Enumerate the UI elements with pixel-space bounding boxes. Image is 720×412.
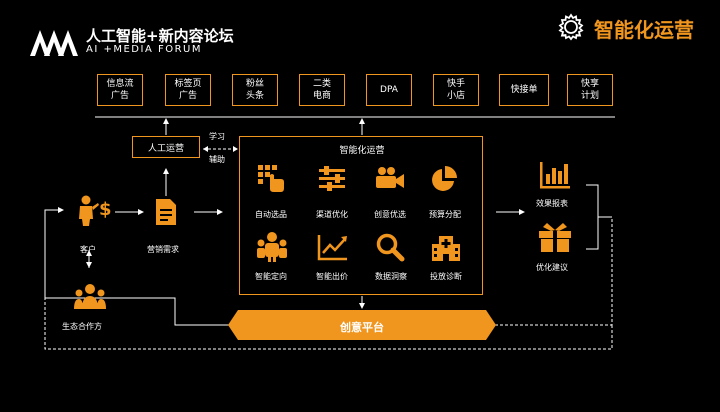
smart-ops-panel (239, 136, 483, 295)
forum-subtitle: AI +MEDIA FORUM (86, 44, 202, 55)
creative-platform-banner (228, 310, 496, 340)
smart-ops-title: 智能化运营 (339, 146, 385, 156)
grid-item-label: 自动选品 (255, 210, 287, 219)
marketing-demand-label: 营销需求 (147, 245, 179, 254)
manual-ops-box: 人工运营 (132, 136, 200, 158)
grid-item-label: 数据洞察 (375, 272, 407, 281)
forum-title: 人工智能+新内容论坛 (86, 27, 234, 45)
channel-box: 标签页 广告 (165, 74, 211, 106)
creative-platform-label: 创意平台 (340, 321, 384, 334)
grid-item-label: 智能出价 (316, 272, 348, 281)
grid-item-label: 渠道优化 (316, 210, 348, 219)
grid-item-label: 投放诊断 (430, 272, 462, 281)
learn-label: 学习 (209, 132, 225, 141)
channel-box: 快接单 (499, 74, 549, 106)
product-select-icon (258, 165, 284, 192)
channel-box: 粉丝 头条 (232, 74, 278, 106)
people-target-icon (257, 232, 287, 262)
grid-item-label: 智能定向 (255, 272, 287, 281)
magnifier-icon (376, 233, 405, 262)
trend-chart-icon (317, 235, 347, 261)
video-camera-icon (376, 167, 404, 188)
partners-icon (74, 284, 106, 309)
channel-box: 二类 电商 (299, 74, 345, 106)
forum-logo (30, 30, 78, 56)
gift-icon (539, 223, 571, 252)
channel-box: 信息流 广告 (97, 74, 143, 106)
brand-title: 智能化运营 (594, 18, 694, 42)
hospital-icon (432, 236, 460, 261)
channel-optimize-icon (319, 166, 345, 191)
pie-chart-icon (432, 166, 457, 191)
gear-icon (558, 13, 584, 41)
document-icon (156, 199, 176, 225)
channel-box: 快手 小店 (433, 74, 479, 106)
customer-label: 客户 (80, 245, 96, 254)
channel-box: DPA (366, 74, 412, 106)
effect-report-label: 效果报表 (536, 199, 568, 208)
optimize-advice-label: 优化建议 (536, 263, 568, 272)
ecosystem-label: 生态合作方 (62, 322, 102, 331)
customer-icon: $ (79, 195, 112, 226)
svg-text:$: $ (99, 199, 112, 220)
assist-label: 辅助 (209, 155, 225, 164)
grid-item-label: 创意优选 (374, 210, 406, 219)
grid-item-label: 预算分配 (429, 210, 461, 219)
manual-ops-label: 人工运营 (147, 143, 184, 154)
channel-box: 快享 计划 (567, 74, 613, 106)
bar-chart-icon (540, 162, 570, 189)
